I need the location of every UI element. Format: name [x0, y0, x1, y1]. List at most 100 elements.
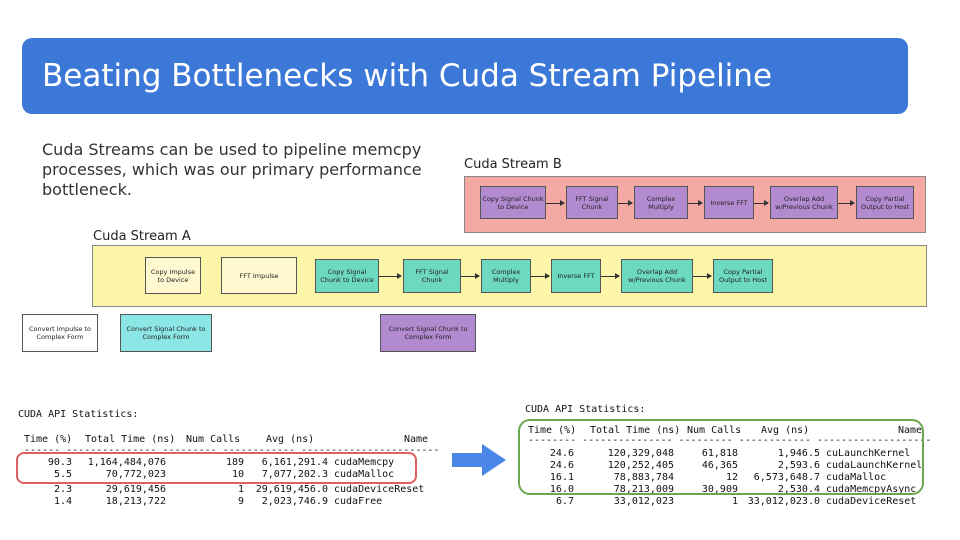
cell-name: cudaMalloc: [826, 472, 887, 483]
stats-right-table: Time (%) Total Time (ns) Num Calls Avg (…: [524, 425, 934, 509]
cell-name: cudaFree: [334, 496, 383, 507]
stats-right-separator: -------- --------------- --------- -----…: [528, 435, 932, 446]
stream-a-fft-signal-box: FFT Signal Chunk: [403, 259, 461, 293]
cell-num-calls: 9: [237, 496, 244, 507]
cell-avg: 2,593.6: [777, 460, 820, 471]
stream-a-arrow-2: [461, 273, 480, 279]
right-arrow-icon: [452, 444, 506, 476]
cell-avg: 1,946.5: [777, 448, 820, 459]
stream-b-copy-output-box: Copy Partial Output to Host: [856, 186, 914, 219]
stream-b-label: Cuda Stream B: [464, 157, 562, 172]
col-avg: Avg (ns): [266, 434, 315, 445]
col-name: Name: [898, 425, 923, 436]
stream-b-arrow-4: [754, 200, 769, 206]
stream-a-complex-multiply-box: Complex Multiply: [481, 259, 531, 293]
highlight-memcpy-red: [16, 452, 417, 484]
cell-avg: 6,573,648.7: [753, 472, 820, 483]
stream-a-label: Cuda Stream A: [93, 229, 191, 244]
stats-right-heading: CUDA API Statistics:: [525, 404, 646, 415]
cell-total-time: 70,772,023: [105, 469, 166, 480]
convert-signal-a-box: Convert Signal Chunk to Complex Form: [120, 314, 212, 352]
stream-b-arrow-1: [546, 200, 565, 206]
table-row: 90.3 1,164,484,076 189 6,161,291.4 cudaM…: [18, 457, 438, 469]
stats-left-heading: CUDA API Statistics:: [18, 409, 139, 420]
stream-a-inverse-fft-box: Inverse FFT: [551, 259, 601, 293]
stream-b-arrow-5: [838, 200, 855, 206]
highlight-kernels-green: [518, 419, 924, 495]
stream-a-copy-impulse-box: Copy Impulse to Device: [145, 257, 201, 294]
col-time-pct: Time (%): [528, 425, 577, 436]
stream-a-arrow-1: [379, 273, 402, 279]
cell-total-time: 33,012,023: [613, 496, 674, 507]
cell-time-pct: 2.3: [53, 484, 72, 495]
stream-b-arrow-2: [618, 200, 633, 206]
cell-time-pct: 90.3: [47, 457, 72, 468]
cell-time-pct: 16.1: [549, 472, 574, 483]
col-avg: Avg (ns): [761, 425, 810, 436]
stats-left-separator: ------ --------------- --------- -------…: [24, 445, 438, 456]
cell-name: cuLaunchKernel: [826, 448, 911, 459]
col-total-time: Total Time (ns): [85, 434, 176, 445]
col-num-calls: Num Calls: [687, 425, 742, 436]
table-row: 5.5 70,772,023 10 7,077,202.3 cudaMalloc: [18, 469, 438, 481]
col-name: Name: [404, 434, 429, 445]
stream-b-copy-signal-box: Copy Signal Chunk to Device: [480, 186, 546, 219]
cell-time-pct: 6.7: [555, 496, 574, 507]
table-row: 1.4 18,213,722 9 2,023,746.9 cudaFree: [18, 496, 438, 508]
stream-a-fft-impulse-box: FFT Impulse: [221, 257, 297, 294]
intro-text: Cuda Streams can be used to pipeline mem…: [42, 140, 422, 199]
cell-total-time: 78,883,784: [613, 472, 674, 483]
table-row: 16.1 78,883,784 12 6,573,648.7 cudaMallo…: [524, 472, 934, 484]
table-row: 24.6 120,252,405 46,365 2,593.6 cudaLaun…: [524, 460, 934, 472]
convert-impulse-box: Convert Impulse to Complex Form: [22, 314, 98, 352]
cell-avg: 2,530.4: [777, 484, 820, 495]
cell-name: cudaMemcpyAsync: [826, 484, 917, 495]
cell-avg: 7,077,202.3: [261, 469, 328, 480]
cell-num-calls: 189: [225, 457, 244, 468]
stream-b-overlap-add-box: Overlap Add w/Previous Chunk: [770, 186, 838, 219]
table-row: 24.6 120,329,048 61,818 1,946.5 cuLaunch…: [524, 448, 934, 460]
col-total-time: Total Time (ns): [590, 425, 681, 436]
cell-total-time: 29,619,456: [105, 484, 166, 495]
cell-avg: 2,023,746.9: [261, 496, 328, 507]
stream-b-complex-multiply-box: Complex Multiply: [634, 186, 688, 219]
stream-b-arrow-3: [688, 200, 703, 206]
cell-num-calls: 10: [231, 469, 244, 480]
cell-name: cudaLaunchKernel: [826, 460, 923, 471]
stream-a-copy-signal-box: Copy Signal Chunk to Device: [315, 259, 379, 293]
cell-time-pct: 24.6: [549, 448, 574, 459]
table-row: 16.0 78,213,009 30,909 2,530.4 cudaMemcp…: [524, 484, 934, 496]
cell-num-calls: 30,909: [701, 484, 738, 495]
stats-right-header-row: Time (%) Total Time (ns) Num Calls Avg (…: [524, 425, 934, 437]
cell-name: cudaDeviceReset: [334, 484, 425, 495]
stream-a-copy-output-box: Copy Partial Output to Host: [713, 259, 773, 293]
cell-avg: 29,619,456.0: [255, 484, 328, 495]
stats-left-table: Time (%) Total Time (ns) Num Calls Avg (…: [18, 434, 438, 514]
stream-a-arrow-3: [531, 273, 550, 279]
col-num-calls: Num Calls: [186, 434, 241, 445]
table-row: 6.7 33,012,023 1 33,012,023.0 cudaDevice…: [524, 496, 934, 508]
stream-b-fft-signal-box: FFT Signal Chunk: [566, 186, 618, 219]
stream-a-arrow-5: [693, 273, 712, 279]
cell-total-time: 1,164,484,076: [87, 457, 166, 468]
cell-total-time: 18,213,722: [105, 496, 166, 507]
cell-name: cudaMemcpy: [334, 457, 395, 468]
stream-b-inverse-fft-box: Inverse FFT: [704, 186, 754, 219]
table-row: 2.3 29,619,456 1 29,619,456.0 cudaDevice…: [18, 484, 438, 496]
cell-time-pct: 16.0: [549, 484, 574, 495]
cell-total-time: 78,213,009: [613, 484, 674, 495]
cell-num-calls: 46,365: [701, 460, 738, 471]
slide-title: Beating Bottlenecks with Cuda Stream Pip…: [42, 58, 773, 94]
title-bar: [22, 38, 908, 114]
cell-time-pct: 24.6: [549, 460, 574, 471]
cell-name: cudaDeviceReset: [826, 496, 917, 507]
cell-num-calls: 12: [725, 472, 738, 483]
cell-num-calls: 1: [237, 484, 244, 495]
stream-a-overlap-add-box: Overlap Add w/Previous Chunk: [621, 259, 693, 293]
convert-signal-b-box: Convert Signal Chunk to Complex Form: [380, 314, 476, 352]
cell-time-pct: 5.5: [53, 469, 72, 480]
cell-num-calls: 1: [731, 496, 738, 507]
cell-avg: 33,012,023.0: [747, 496, 820, 507]
stream-a-arrow-4: [601, 273, 620, 279]
cell-num-calls: 61,818: [701, 448, 738, 459]
